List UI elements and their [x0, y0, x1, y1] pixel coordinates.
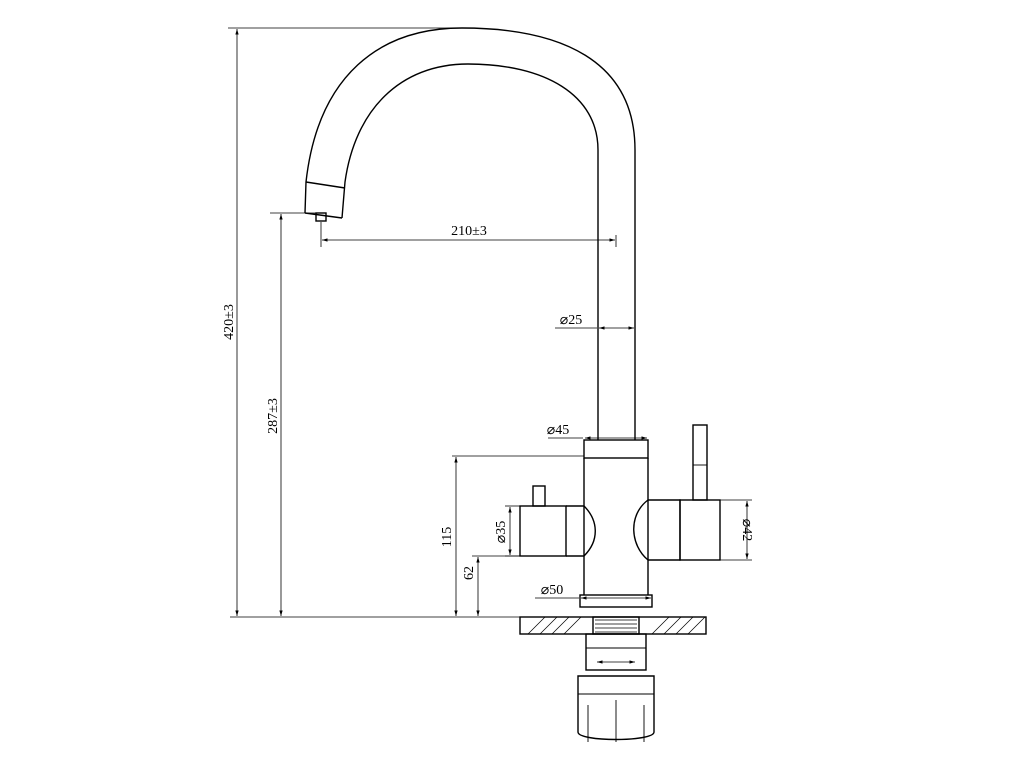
spout-height-label: 287±3	[266, 398, 281, 434]
countertop	[519, 616, 707, 635]
total-height-label: 420±3	[222, 304, 237, 340]
faucet-base	[579, 594, 653, 608]
spout-reach-label: 210±3	[451, 224, 487, 239]
dimension-labels: 420±3 287±3 210±3 ⌀25 ⌀45 115 62 ⌀35 ⌀42…	[222, 224, 754, 598]
spout-tip-end	[304, 212, 343, 219]
aerator-nozzle	[315, 212, 327, 222]
body-height-label: 115	[440, 527, 455, 547]
dimension-lines	[228, 27, 752, 664]
right-handle	[633, 424, 721, 561]
left-handle	[519, 485, 596, 557]
spout-inner-curve	[341, 63, 599, 440]
right-handle-diameter-label: ⌀42	[739, 519, 754, 541]
body-diameter-label: ⌀45	[547, 423, 569, 438]
spout-diameter-label: ⌀25	[560, 313, 582, 328]
faucet-outline	[304, 27, 721, 608]
handle-height-label: 62	[462, 566, 477, 580]
mounting-nut	[577, 633, 655, 742]
faucet-body	[583, 439, 649, 459]
spout-tip-band	[305, 181, 346, 189]
base-diameter-label: ⌀50	[541, 583, 563, 598]
left-handle-diameter-label: ⌀35	[494, 521, 509, 543]
